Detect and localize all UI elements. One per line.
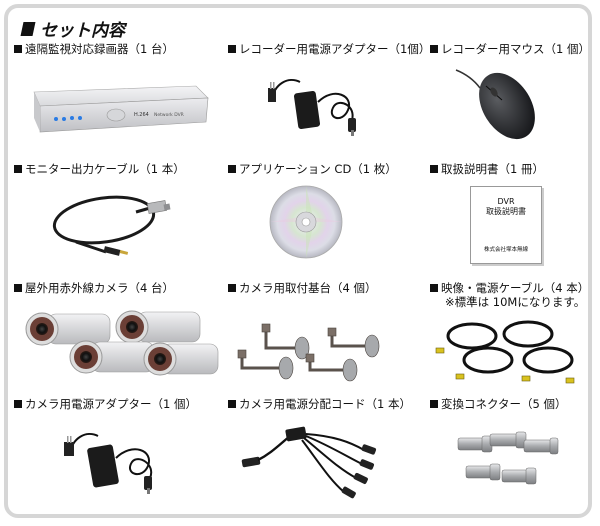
item-application-cd: アプリケーション CD（1 枚） bbox=[228, 162, 418, 176]
video-power-cables-image bbox=[430, 312, 580, 388]
item-manual: 取扱説明書（1 冊） bbox=[430, 162, 600, 176]
bullet-square-icon bbox=[14, 165, 22, 173]
item-video-power-cable: 映像・電源ケーブル（4 本） ※標準は 10Mになります。 bbox=[430, 281, 600, 309]
manual-title-line2: 取扱説明書 bbox=[486, 207, 526, 216]
item-recorder-adapter: レコーダー用電源アダプター（1個） bbox=[228, 42, 430, 56]
mouse-image bbox=[452, 64, 552, 144]
item-label: モニター出力ケーブル（1 本） bbox=[25, 162, 185, 176]
item-camera-mount: カメラ用取付基台（4 個） bbox=[228, 281, 418, 295]
dvr-recorder-image: H.264 Network DVR bbox=[20, 78, 210, 138]
item-label: 変換コネクター（5 個） bbox=[441, 397, 567, 411]
item-label: 遠隔監視対応録画器（1 台） bbox=[25, 42, 174, 56]
bullet-square-icon bbox=[14, 45, 22, 53]
manual-image: DVR 取扱説明書 株式会社塚本無線 bbox=[470, 186, 542, 264]
item-ir-camera: 屋外用赤外線カメラ（4 台） bbox=[14, 281, 204, 295]
bullet-square-icon bbox=[430, 165, 438, 173]
recorder-power-adapter-image bbox=[260, 66, 370, 146]
dvr-model-text: Network DVR bbox=[154, 112, 184, 118]
bullet-square-icon bbox=[430, 45, 438, 53]
bullet-square-icon bbox=[14, 284, 22, 292]
bullet-square-icon bbox=[228, 284, 236, 292]
bullet-square-icon bbox=[14, 400, 22, 408]
item-bnc-connectors: 変換コネクター（5 個） bbox=[430, 397, 600, 411]
item-recorder-mouse: レコーダー用マウス（1 個） bbox=[430, 42, 600, 56]
item-label: カメラ用電源アダプター（1 個） bbox=[25, 397, 197, 411]
section-title: セット内容 bbox=[20, 16, 125, 41]
camera-power-adapter-image bbox=[56, 418, 166, 500]
item-power-splitter: カメラ用電源分配コード（1 本） bbox=[228, 397, 418, 411]
bullet-square-icon bbox=[228, 165, 236, 173]
bnc-connectors-image bbox=[452, 424, 562, 502]
cd-image bbox=[266, 182, 346, 262]
cable-length-note: ※標準は 10Mになります。 bbox=[445, 295, 586, 309]
bullet-square-icon bbox=[228, 400, 236, 408]
item-label: カメラ用取付基台（4 個） bbox=[239, 281, 377, 295]
item-monitor-cable: モニター出力ケーブル（1 本） bbox=[14, 162, 204, 176]
item-label: アプリケーション CD（1 枚） bbox=[239, 162, 397, 176]
item-label: カメラ用電源分配コード（1 本） bbox=[239, 397, 411, 411]
manual-company: 株式会社塚本無線 bbox=[483, 247, 528, 253]
ir-cameras-image bbox=[20, 300, 220, 388]
item-label: 映像・電源ケーブル（4 本） bbox=[441, 281, 590, 295]
monitor-cable-image bbox=[46, 186, 176, 266]
item-label: 取扱説明書（1 冊） bbox=[441, 162, 544, 176]
power-splitter-image bbox=[234, 424, 394, 504]
section-title-text: セット内容 bbox=[40, 21, 125, 41]
bullet-square-icon bbox=[430, 400, 438, 408]
bullet-square-icon bbox=[430, 284, 438, 292]
dvr-brand-text: H.264 bbox=[134, 112, 149, 118]
camera-mounts-image bbox=[236, 318, 406, 382]
item-label: レコーダー用電源アダプター（1個） bbox=[239, 42, 431, 56]
item-dvr: 遠隔監視対応録画器（1 台） bbox=[14, 42, 204, 56]
item-camera-adapter: カメラ用電源アダプター（1 個） bbox=[14, 397, 204, 411]
item-label: 屋外用赤外線カメラ（4 台） bbox=[25, 281, 174, 295]
manual-title-line1: DVR bbox=[497, 197, 515, 206]
bullet-square-icon bbox=[228, 45, 236, 53]
item-label: レコーダー用マウス（1 個） bbox=[441, 42, 590, 56]
title-mark-icon bbox=[20, 21, 36, 36]
